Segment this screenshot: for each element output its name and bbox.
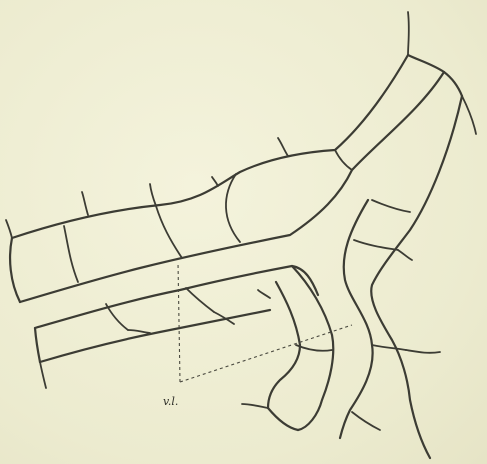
- right-filament-top-end: [444, 72, 462, 96]
- lower-filament-top-wall: [35, 266, 318, 328]
- hair-branch: [150, 184, 156, 206]
- hair-branch: [406, 350, 440, 353]
- hair-branch: [462, 96, 476, 134]
- pointer-line-vertical: [178, 262, 180, 382]
- hair-branch: [82, 192, 88, 215]
- septum: [335, 150, 352, 170]
- upper-filament: [10, 55, 444, 302]
- septum: [352, 412, 380, 430]
- junction-loop: [242, 266, 333, 430]
- label-pointers: [178, 262, 352, 382]
- upper-filament-bottom-wall: [20, 72, 444, 302]
- figure-label: v.l.: [163, 395, 178, 408]
- loop-outer-wall: [292, 266, 333, 430]
- hair-branch: [6, 220, 12, 238]
- right-filament-right-wall: [371, 96, 462, 458]
- septum: [408, 12, 409, 55]
- pointer-line-diagonal: [180, 325, 352, 382]
- right-filament: [340, 72, 476, 458]
- septum: [354, 240, 398, 250]
- hair-branch: [398, 250, 412, 260]
- septum: [106, 304, 128, 330]
- septum: [258, 290, 270, 298]
- septum: [64, 226, 78, 282]
- upper-filament-left-end: [10, 238, 20, 302]
- upper-filament-hairs: [6, 138, 288, 238]
- septum: [156, 206, 182, 258]
- right-filament-left-wall: [340, 200, 373, 438]
- hair-branch: [128, 330, 150, 333]
- septum: [296, 345, 332, 351]
- hair-branch: [278, 138, 288, 156]
- loop-bottom-end: [268, 408, 298, 430]
- lower-filament-bottom-wall: [40, 310, 270, 362]
- septum: [186, 288, 214, 312]
- hair-branch: [242, 404, 268, 408]
- upper-filament-tip: [408, 55, 444, 72]
- hair-branch: [212, 177, 218, 186]
- septum: [226, 174, 240, 242]
- lower-filament-left-end: [35, 328, 40, 362]
- septum: [372, 345, 406, 350]
- septum: [372, 200, 410, 212]
- upper-filament-top-wall: [12, 55, 408, 238]
- hair-branch: [40, 362, 46, 388]
